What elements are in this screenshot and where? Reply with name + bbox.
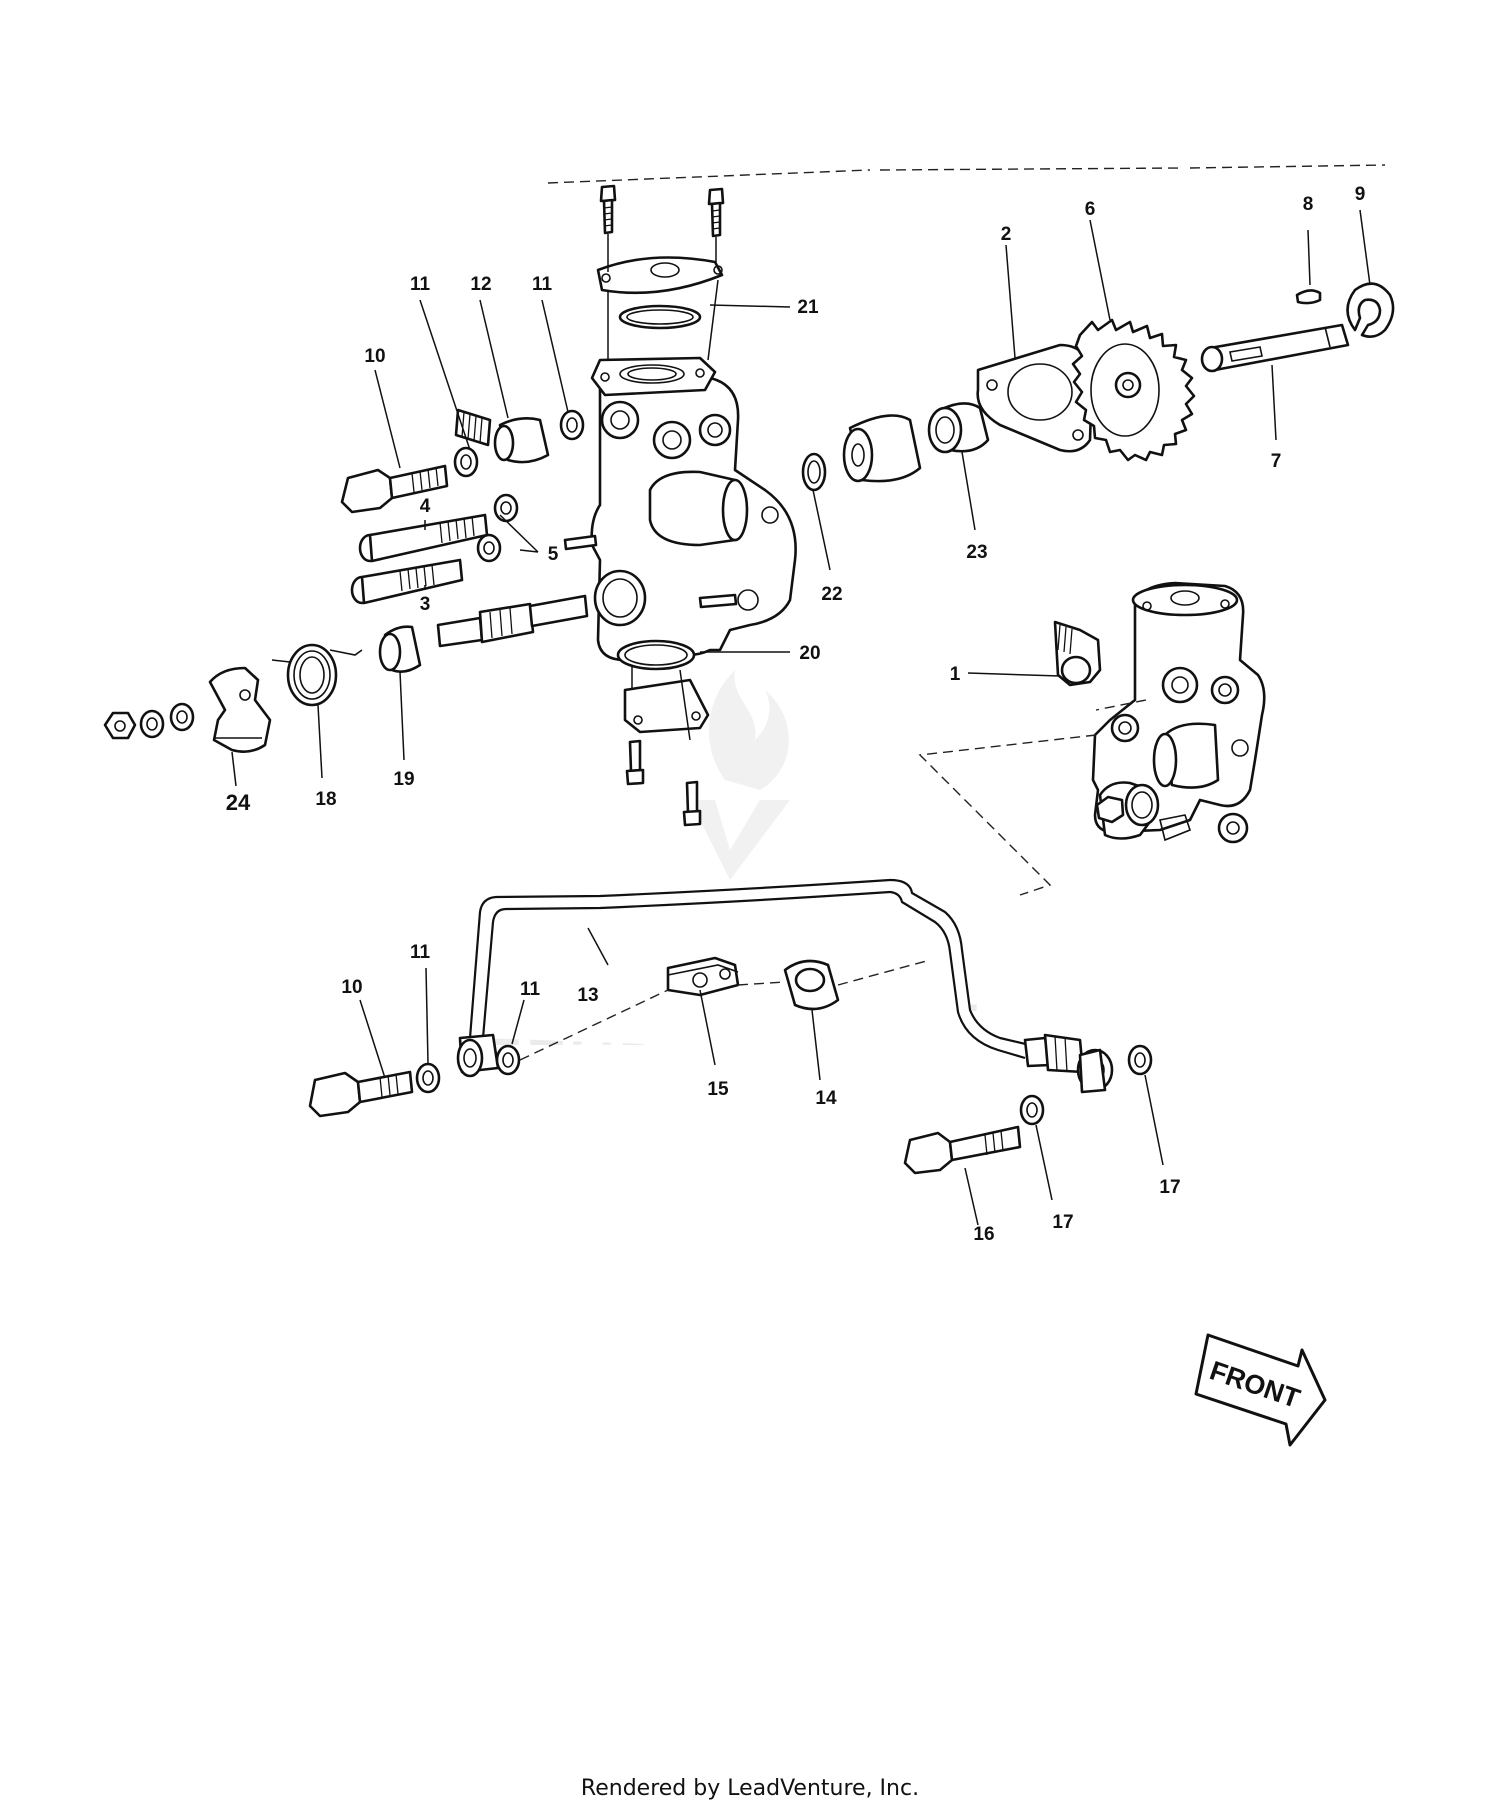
screw-3 (350, 558, 464, 605)
grommet-14 (783, 959, 840, 1011)
callout-19: 19 (393, 769, 414, 790)
drive-shaft-7 (1200, 323, 1350, 373)
callout-23: 23 (966, 542, 987, 563)
callout-10: 10 (341, 977, 362, 998)
reference-line-top (547, 164, 1386, 184)
callout-1: 1 (950, 664, 961, 685)
cover-screw-left (599, 184, 617, 235)
callout-11: 11 (532, 274, 553, 295)
oil-pipe-13 (456, 878, 1114, 1094)
callout-12: 12 (470, 274, 491, 295)
oil-pump-assembly-1 (1053, 581, 1266, 844)
washer-5-lower (476, 533, 502, 563)
control-lever-24 (208, 666, 272, 753)
callout-13: 13 (577, 985, 598, 1006)
callout-16: 16 (973, 1224, 994, 1245)
callout-9: 9 (1355, 184, 1366, 205)
collar-19 (378, 625, 422, 673)
bottom-screw-left (625, 739, 645, 786)
callout-4: 4 (420, 496, 431, 517)
bearing-23 (927, 402, 990, 454)
callout-6: 6 (1085, 199, 1096, 220)
callout-21: 21 (797, 297, 819, 318)
banjo-bolt-16 (903, 1125, 1022, 1175)
callout-7: 7 (1271, 451, 1282, 472)
lock-washer-24 (139, 709, 165, 739)
washer-11-lower-left (415, 1062, 441, 1094)
callout-10: 10 (364, 346, 385, 367)
callout-2: 2 (1001, 224, 1012, 245)
banjo-bolt-10-lower (308, 1070, 414, 1118)
rendered-by-credit: Rendered by LeadVenture, Inc. (580, 1776, 920, 1801)
control-shaft (436, 594, 589, 648)
callout-14: 14 (815, 1088, 837, 1109)
callout-11: 11 (410, 942, 431, 963)
leader-lines (231, 209, 1371, 1226)
washer-11-upper-left (453, 446, 479, 478)
callout-17: 17 (1159, 1177, 1180, 1198)
callout-24: 24 (226, 790, 251, 815)
pump-body (563, 356, 797, 662)
banjo-bolt-10-upper (340, 464, 449, 514)
callout-11: 11 (520, 979, 541, 1000)
callout-22: 22 (821, 584, 842, 605)
woodruff-key-8 (1295, 289, 1322, 305)
bottom-screw-right (682, 780, 702, 827)
gasket-20 (616, 639, 696, 671)
relief-valve-spring (454, 408, 492, 447)
screw-4 (358, 513, 489, 563)
washer-17-left (1019, 1094, 1045, 1126)
o-ring-22 (801, 452, 827, 492)
cover-screw-right (707, 187, 725, 238)
front-direction-arrow: FRONT (1194, 1333, 1327, 1447)
bushing (842, 414, 922, 483)
callout-20: 20 (799, 643, 820, 664)
callout-3: 3 (420, 594, 431, 615)
return-spring-18 (271, 643, 363, 707)
circlip-9 (1346, 282, 1395, 338)
washer-17-right (1127, 1044, 1153, 1076)
callout-11: 11 (410, 274, 431, 295)
washer-5-upper (493, 493, 519, 523)
top-cover-plate (596, 256, 724, 295)
callout-5: 5 (548, 544, 559, 565)
reference-line-pipe (519, 959, 931, 1061)
callout-15: 15 (707, 1079, 729, 1100)
callout-8: 8 (1303, 194, 1314, 215)
reference-line-assembly (918, 734, 1097, 896)
callout-17: 17 (1052, 1212, 1073, 1233)
nut-24 (103, 711, 137, 740)
drive-gear-6 (1071, 318, 1196, 462)
washer-11-lower-right (495, 1044, 521, 1076)
callout-18: 18 (315, 789, 336, 810)
plain-washer-24 (169, 702, 195, 732)
callout-numbers: 11 12 11 10 4 5 3 21 20 22 23 2 6 8 9 7 … (226, 184, 1366, 1245)
washer-11-upper-right (559, 409, 585, 441)
relief-valve-sleeve-12 (493, 417, 550, 464)
